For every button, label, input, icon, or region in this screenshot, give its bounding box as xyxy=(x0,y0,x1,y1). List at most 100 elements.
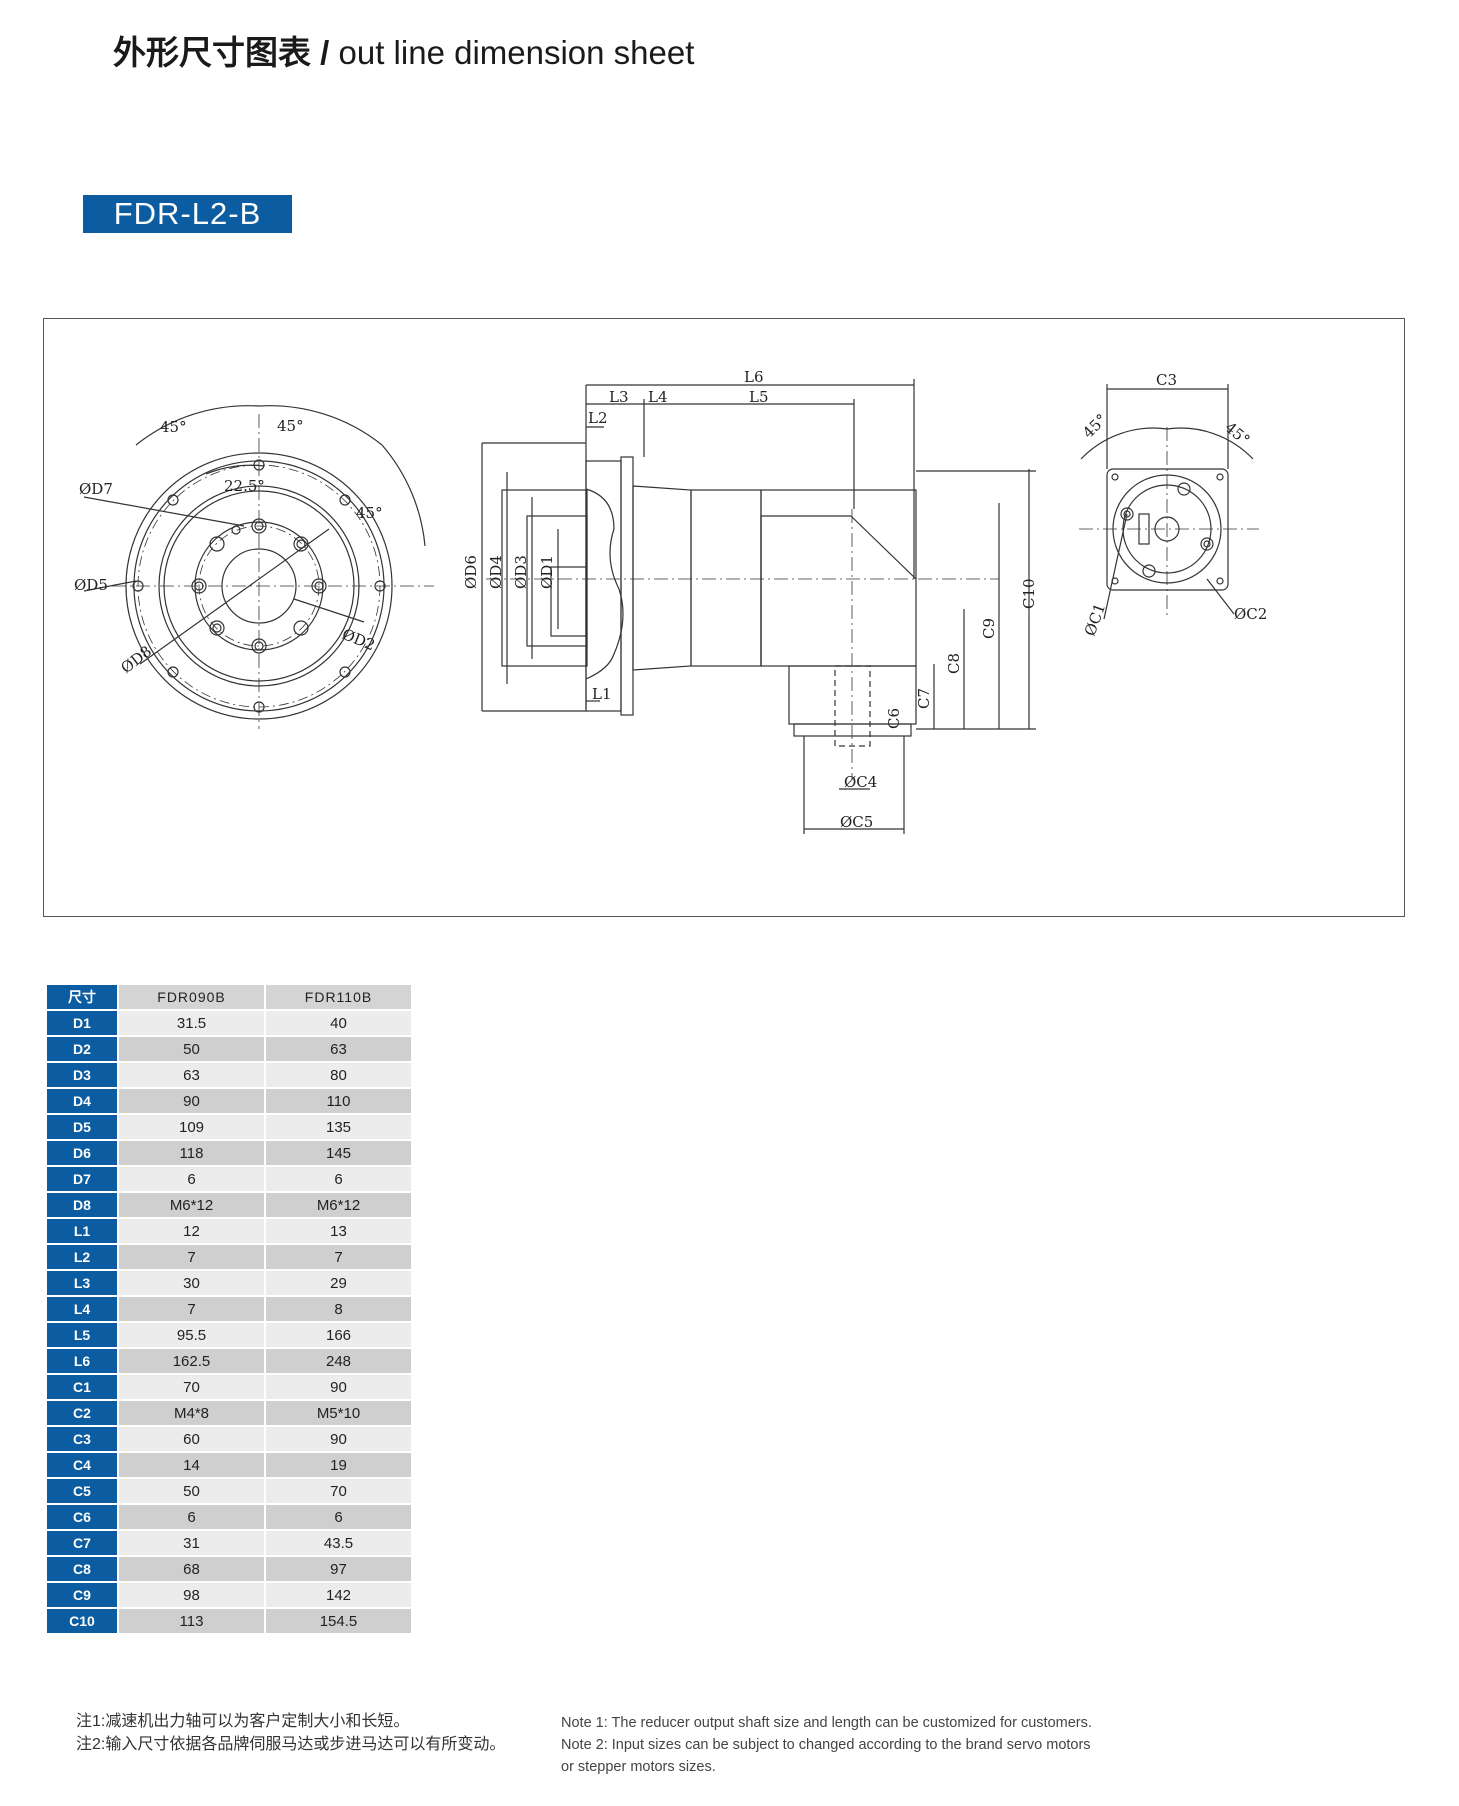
label-l1: L1 xyxy=(592,685,612,703)
row-label: L4 xyxy=(47,1297,117,1321)
table-cell: 50 xyxy=(119,1037,264,1061)
table-cell: 162.5 xyxy=(119,1349,264,1373)
table-header-row: 尺寸 FDR090B FDR110B xyxy=(47,985,411,1009)
note-cn-1: 注1:减速机出力轴可以为客户定制大小和长短。 xyxy=(76,1713,410,1730)
table-cell: 40 xyxy=(266,1011,411,1035)
table-corner-header: 尺寸 xyxy=(47,985,117,1009)
label-l6: L6 xyxy=(744,368,764,386)
table-cell: 7 xyxy=(119,1245,264,1269)
row-label: C4 xyxy=(47,1453,117,1477)
table-cell: 90 xyxy=(266,1375,411,1399)
table-cell: 19 xyxy=(266,1453,411,1477)
row-label: D7 xyxy=(47,1167,117,1191)
table-cell: 60 xyxy=(119,1427,264,1451)
table-cell: 135 xyxy=(266,1115,411,1139)
row-label: C6 xyxy=(47,1505,117,1529)
table-cell: M6*12 xyxy=(266,1193,411,1217)
row-label: D6 xyxy=(47,1141,117,1165)
label-front-45-c: 45° xyxy=(356,504,383,522)
row-label: L1 xyxy=(47,1219,117,1243)
table-cell: 97 xyxy=(266,1557,411,1581)
row-label: C10 xyxy=(47,1609,117,1633)
table-cell: 166 xyxy=(266,1323,411,1347)
table-cell: 142 xyxy=(266,1583,411,1607)
label-d6: ØD6 xyxy=(462,555,480,589)
label-l4: L4 xyxy=(648,388,668,406)
table-cell: 43.5 xyxy=(266,1531,411,1555)
label-d7: ØD7 xyxy=(79,480,113,498)
note-en-3: or stepper motors sizes. xyxy=(561,1759,716,1775)
table-cell: 30 xyxy=(119,1271,264,1295)
notes-english: Note 1: The reducer output shaft size an… xyxy=(561,1712,1121,1778)
table-cell: 7 xyxy=(266,1245,411,1269)
table-cell: 13 xyxy=(266,1219,411,1243)
row-label: D5 xyxy=(47,1115,117,1139)
table-cell: 90 xyxy=(266,1427,411,1451)
row-label: D2 xyxy=(47,1037,117,1061)
label-c8: C8 xyxy=(945,653,963,674)
title-en: out line dimension sheet xyxy=(338,34,695,71)
label-c1: ØC1 xyxy=(1081,601,1109,638)
row-label: C3 xyxy=(47,1427,117,1451)
row-label: D4 xyxy=(47,1089,117,1113)
table-cell: 6 xyxy=(119,1167,264,1191)
table-cell: 248 xyxy=(266,1349,411,1373)
label-d4: ØD4 xyxy=(487,555,505,589)
row-label: C9 xyxy=(47,1583,117,1607)
table-cell: 6 xyxy=(266,1167,411,1191)
table-cell: 31.5 xyxy=(119,1011,264,1035)
label-c9: C9 xyxy=(980,618,998,639)
label-front-45-a: 45° xyxy=(160,418,187,436)
label-front-22-5: 22.5° xyxy=(224,477,265,495)
row-label: C7 xyxy=(47,1531,117,1555)
table-cell: 90 xyxy=(119,1089,264,1113)
table-cell: M5*10 xyxy=(266,1401,411,1425)
label-l5: L5 xyxy=(749,388,769,406)
table-cell: 113 xyxy=(119,1609,264,1633)
table-cell: 145 xyxy=(266,1141,411,1165)
technical-drawing: 45° 45° 45° 22.5° ØD7 ØD5 ØD8 ØD2 xyxy=(43,318,1405,917)
front-view-labels: 45° 45° 45° 22.5° ØD7 ØD5 ØD8 ØD2 xyxy=(74,417,383,677)
col-header-fdr110b: FDR110B xyxy=(266,985,411,1009)
row-label: L3 xyxy=(47,1271,117,1295)
row-label: C5 xyxy=(47,1479,117,1503)
col-header-fdr090b: FDR090B xyxy=(119,985,264,1009)
side-view xyxy=(481,379,1036,834)
model-badge: FDR-L2-B xyxy=(83,195,292,233)
table-cell: 6 xyxy=(266,1505,411,1529)
table-cell: 118 xyxy=(119,1141,264,1165)
label-l3: L3 xyxy=(609,388,629,406)
table-cell: 70 xyxy=(266,1479,411,1503)
label-d3: ØD3 xyxy=(512,555,530,589)
label-d5: ØD5 xyxy=(74,576,108,594)
table-cell: 98 xyxy=(119,1583,264,1607)
table-cell: 7 xyxy=(119,1297,264,1321)
page-title: 外形尺寸图表 / out line dimension sheet xyxy=(113,26,694,74)
note-cn-2: 注2:输入尺寸依据各品牌伺服马达或步进马达可以有所变动。 xyxy=(76,1736,506,1753)
table-cell: M6*12 xyxy=(119,1193,264,1217)
drawing-svg: 45° 45° 45° 22.5° ØD7 ØD5 ØD8 ØD2 xyxy=(74,368,1267,834)
note-en-1: Note 1: The reducer output shaft size an… xyxy=(561,1715,1092,1731)
table-cell: 70 xyxy=(119,1375,264,1399)
row-label: L2 xyxy=(47,1245,117,1269)
table-cell: 8 xyxy=(266,1297,411,1321)
table-cell: 109 xyxy=(119,1115,264,1139)
